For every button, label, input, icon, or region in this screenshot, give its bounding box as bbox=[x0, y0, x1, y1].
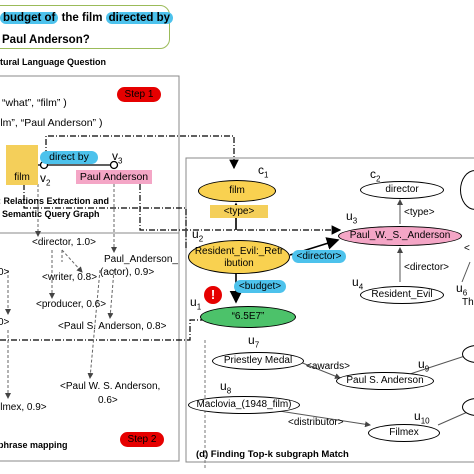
edge-type-tag: <type> bbox=[210, 205, 268, 218]
triple-2: ilm”, “Paul Anderson” ) bbox=[0, 117, 103, 129]
u10-sub: 10 bbox=[420, 416, 430, 426]
u1-letter: u bbox=[190, 295, 197, 309]
label-u3: u3 bbox=[346, 210, 357, 225]
label-u2: u2 bbox=[192, 228, 203, 243]
v3-letter: v bbox=[112, 149, 118, 163]
question-caption: tural Language Question bbox=[0, 57, 107, 67]
step2-caption: phrase mapping bbox=[0, 440, 68, 450]
node-resident-evil-retribution bbox=[188, 240, 290, 274]
c1-sub: 1 bbox=[264, 170, 269, 180]
v2-letter: v bbox=[40, 171, 46, 185]
partial-node-right-2: Th bbox=[462, 297, 474, 308]
node-filmex: Filmex bbox=[368, 424, 440, 442]
c1-letter: c bbox=[258, 163, 264, 177]
question-line-1: budget of the film directed by bbox=[0, 12, 174, 24]
phrase-paul-ws-1: <Paul W. S. Anderson, bbox=[60, 381, 161, 392]
edge-budget-tag: <budget> bbox=[234, 280, 286, 293]
highlight-directed-by: directed by bbox=[105, 12, 174, 24]
u7-sub: 7 bbox=[254, 340, 260, 350]
label-c1: c1 bbox=[258, 164, 268, 179]
u4-letter: u bbox=[352, 275, 359, 289]
step1-badge: Step 1 bbox=[117, 87, 161, 102]
node-film: film bbox=[198, 180, 276, 202]
u8-letter: u bbox=[220, 379, 227, 393]
u6-letter: u bbox=[456, 281, 463, 295]
v3-sub: 3 bbox=[118, 156, 123, 166]
u9-letter: u bbox=[418, 357, 425, 371]
phrase-producer: <producer, 0.6> bbox=[36, 299, 107, 310]
u9-sub: 9 bbox=[424, 364, 430, 374]
label-v3: v3 bbox=[112, 150, 122, 165]
step2-badge: Step 2 bbox=[120, 432, 164, 447]
node-resident-evil: Resident_Evil bbox=[360, 286, 444, 304]
label-u9: u9 bbox=[418, 358, 429, 373]
question-text: the film bbox=[58, 12, 106, 24]
phrase-partial-2: 0> bbox=[0, 317, 10, 328]
node-priestley-medal: Priestley Medal bbox=[212, 352, 304, 370]
c2-sub: 2 bbox=[376, 174, 381, 184]
u3-sub: 3 bbox=[352, 216, 358, 226]
u3-letter: u bbox=[346, 209, 353, 223]
node-resident-evil-retribution-text: Resident_Evil:_Retr ibution bbox=[194, 246, 284, 269]
label-u8: u8 bbox=[220, 380, 231, 395]
node-value-6-5e7: “6.5E7” bbox=[200, 306, 296, 328]
label-u10: u10 bbox=[414, 410, 430, 425]
step1-caption-2: Semantic Query Graph bbox=[2, 209, 100, 219]
partial-node-right-1: < bbox=[464, 243, 470, 254]
node-paul-ws-anderson: Paul_W._S._Anderson bbox=[338, 226, 462, 246]
edge-direct-by: direct by bbox=[40, 151, 98, 164]
phrase-filmex: ilmex, 0.9> bbox=[0, 402, 47, 413]
edge-awards-tag: <awards> bbox=[306, 361, 350, 372]
edge-type-tag-2: <type> bbox=[404, 207, 435, 218]
u1-sub: 1 bbox=[196, 302, 202, 312]
phrase-paul-actor-1: Paul_Anderson_ bbox=[104, 254, 178, 265]
u6-sub: 6 bbox=[462, 288, 468, 298]
c2-letter: c bbox=[370, 167, 376, 181]
edge-distributor-tag: <distributor> bbox=[288, 417, 344, 428]
u2-sub: 2 bbox=[198, 234, 204, 244]
question-line-2: Paul Anderson? bbox=[2, 34, 90, 46]
label-u4: u4 bbox=[352, 276, 363, 291]
label-u1: u1 bbox=[190, 296, 201, 311]
phrase-writer: <writer, 0.8> bbox=[42, 272, 98, 283]
u4-sub: 4 bbox=[358, 282, 364, 292]
label-u7: u7 bbox=[248, 334, 259, 349]
node-paul-s-anderson: Paul S. Anderson bbox=[336, 372, 434, 390]
phrase-paul-ws-2: 0.6> bbox=[98, 395, 118, 406]
alert-icon: ! bbox=[204, 286, 222, 304]
u7-letter: u bbox=[248, 333, 255, 347]
u10-letter: u bbox=[414, 409, 421, 423]
u8-sub: 8 bbox=[226, 386, 232, 396]
panel-d-title: (d) Finding Top-k subgraph Match bbox=[196, 449, 349, 460]
edge-director-tag: <director> bbox=[292, 250, 346, 263]
phrase-paul-s: <Paul S. Anderson, 0.8> bbox=[58, 321, 167, 332]
phrase-director: <director, 1.0> bbox=[32, 237, 96, 248]
node-paul-anderson-step1: Paul Anderson bbox=[76, 170, 152, 184]
node-maclovia: Maclovia_(1948_film) bbox=[188, 396, 300, 414]
node-film-step1: film bbox=[6, 145, 38, 185]
label-u6: u6 bbox=[456, 282, 467, 297]
highlight-budget: budget of bbox=[0, 12, 59, 24]
label-v2: v2 bbox=[40, 172, 50, 187]
step1-caption-1: : Relations Extraction and bbox=[0, 196, 110, 206]
v2-sub: 2 bbox=[46, 178, 51, 188]
edge-director-tag-2: <director> bbox=[404, 262, 450, 273]
triple-1: “what”, “film” ) bbox=[2, 97, 67, 109]
u2-letter: u bbox=[192, 227, 199, 241]
label-c2: c2 bbox=[370, 168, 380, 183]
phrase-paul-actor-2: (actor), 0.9> bbox=[100, 267, 155, 278]
phrase-partial-1: 0> bbox=[0, 267, 10, 278]
node-director: director bbox=[360, 181, 444, 199]
